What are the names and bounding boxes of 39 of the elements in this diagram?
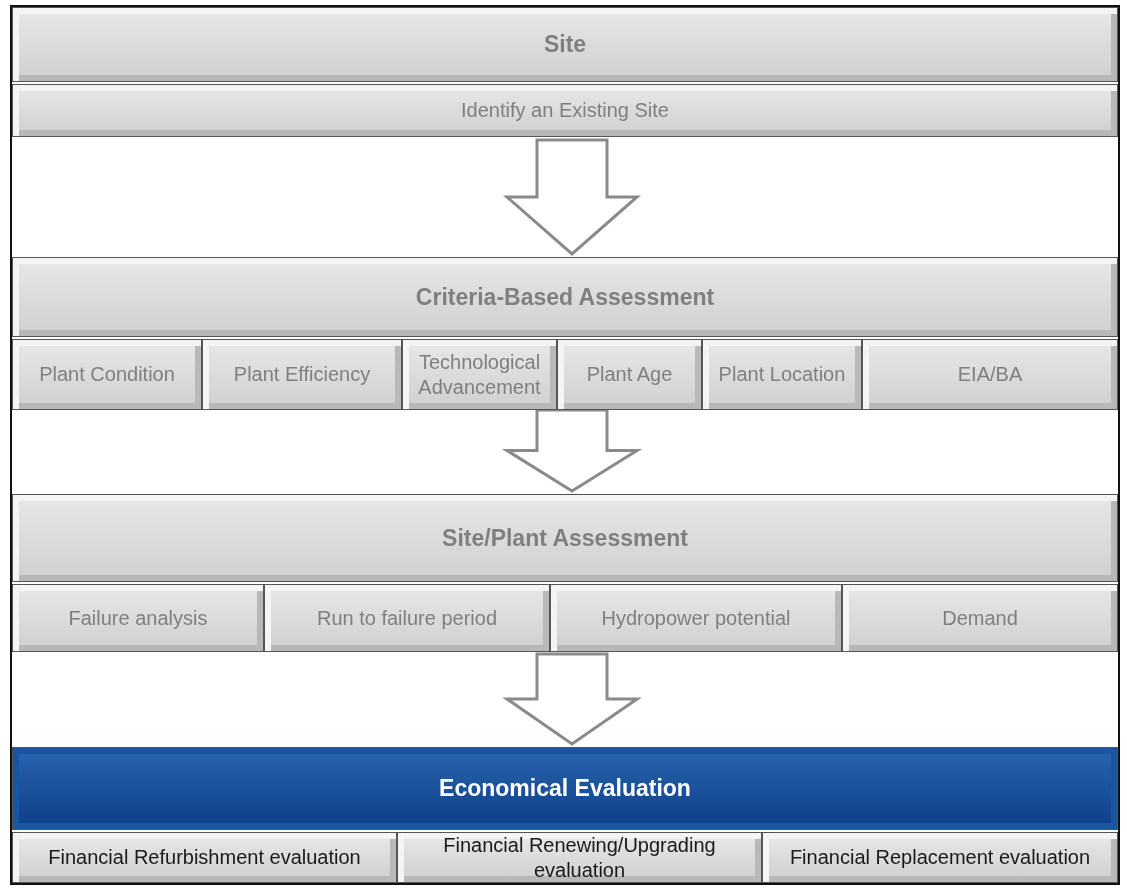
block-arrow: [502, 652, 642, 746]
section-title: Criteria-Based Assessment: [415, 282, 715, 312]
item-label: Technological Advancement: [417, 349, 542, 400]
item-label: Identify an Existing Site: [461, 98, 669, 123]
item-label: Plant Efficiency: [233, 362, 371, 387]
item-label: Financial Replacement evaluation: [789, 845, 1091, 870]
item-label: Run to failure period: [316, 605, 498, 631]
item-label: Hydropower potential: [601, 605, 791, 631]
item-label: Plant Age: [586, 362, 673, 387]
item-label: Plant Location: [718, 362, 846, 387]
item-label: Demand: [942, 605, 1018, 631]
section-title: Economical Evaluation: [439, 774, 691, 803]
criterion-box: [264, 584, 550, 652]
section-header: [12, 257, 1118, 337]
criterion-box: [202, 339, 402, 410]
block-arrow: [501, 408, 643, 493]
section-title: Site: [543, 30, 587, 59]
criterion-box: [402, 339, 557, 410]
evaluation-box: [397, 832, 762, 883]
section-title: Site/Plant Assessment: [442, 523, 688, 553]
block-arrow: [503, 138, 641, 256]
criterion-box: [862, 339, 1118, 410]
criterion-box: [557, 339, 702, 410]
criterion-box: [12, 84, 1118, 137]
evaluation-box: [762, 832, 1118, 883]
item-label: Plant Condition: [39, 362, 175, 387]
criterion-box: [550, 584, 842, 652]
criterion-box: [842, 584, 1118, 652]
section-header: [12, 494, 1118, 582]
item-label: Financial Renewing/Upgrading evaluation: [442, 832, 717, 883]
item-label: Financial Refurbishment evaluation: [48, 845, 361, 870]
item-label: EIA/BA: [957, 362, 1023, 387]
criterion-box: [12, 339, 202, 410]
section-header: [12, 7, 1118, 82]
evaluation-box: [12, 832, 397, 883]
criterion-box: [702, 339, 862, 410]
section-header: [12, 747, 1118, 830]
criterion-box: [12, 584, 264, 652]
item-label: Failure analysis: [68, 605, 208, 631]
